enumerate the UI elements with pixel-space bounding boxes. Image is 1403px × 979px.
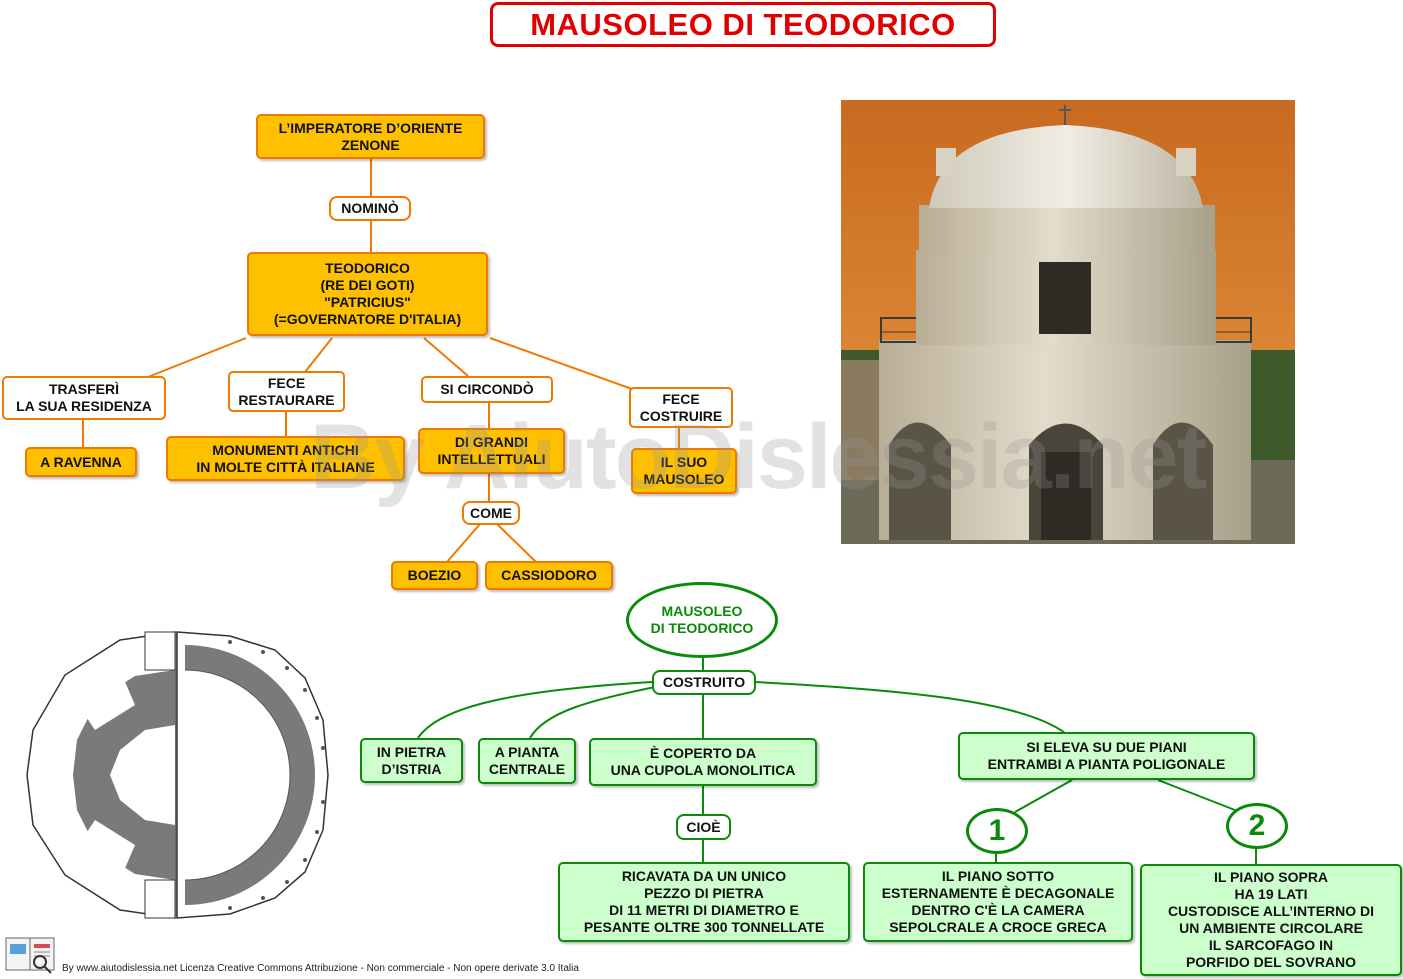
nomino-label: NOMINÒ xyxy=(329,196,411,221)
trasferi-node: TRASFERÌ LA SUA RESIDENZA xyxy=(2,376,166,420)
floor-plan-drawing xyxy=(26,631,329,919)
fece-costruire-node: FECE COSTRUIRE xyxy=(629,387,733,428)
pianta-centrale-node: A PIANTA CENTRALE xyxy=(478,738,576,784)
si-circondo-node: SI CIRCONDÒ xyxy=(421,376,553,403)
cupola-node: È COPERTO DA UNA CUPOLA MONOLITICA xyxy=(589,738,817,786)
number-one-circle: 1 xyxy=(966,808,1028,854)
mausoleo-node: IL SUO MAUSOLEO xyxy=(631,448,737,494)
monumenti-node: MONUMENTI ANTICHI IN MOLTE CITTÀ ITALIAN… xyxy=(166,436,405,481)
license-credits: By www.aiutodislessia.net Licenza Creati… xyxy=(62,963,579,974)
cassiodoro-node: CASSIODORO xyxy=(485,561,613,590)
intellettuali-node: DI GRANDI INTELLETTUALI xyxy=(418,428,565,474)
emperor-zenone-node: L’IMPERATORE D’ORIENTE ZENONE xyxy=(256,114,485,159)
piano-sotto-node: IL PIANO SOTTO ESTERNAMENTE È DECAGONALE… xyxy=(863,862,1133,942)
ricavata-node: RICAVATA DA UN UNICO PEZZO DI PIETRA DI … xyxy=(558,862,850,942)
root-mausoleo-ellipse: MAUSOLEO DI TEODORICO xyxy=(626,582,778,658)
piano-sopra-node: IL PIANO SOPRA HA 19 LATI CUSTODISCE ALL… xyxy=(1140,864,1402,976)
book-logo-icon xyxy=(5,937,55,974)
number-two-circle: 2 xyxy=(1226,803,1288,849)
due-piani-node: SI ELEVA SU DUE PIANI ENTRAMBI A PIANTA … xyxy=(958,732,1255,780)
come-label: COME xyxy=(462,501,520,525)
ravenna-node: A RAVENNA xyxy=(25,447,137,477)
costruito-label: COSTRUITO xyxy=(652,670,756,695)
page-title: MAUSOLEO DI TEODORICO xyxy=(490,2,996,47)
boezio-node: BOEZIO xyxy=(391,561,478,590)
pietra-istria-node: IN PIETRA D’ISTRIA xyxy=(360,738,463,783)
cioe-label: CIOÈ xyxy=(676,814,731,840)
fece-restaurare-node: FECE RESTAURARE xyxy=(228,371,345,412)
teodorico-node: TEODORICO (RE DEI GOTI) "PATRICIUS" (=GO… xyxy=(247,252,488,336)
mausoleum-photo xyxy=(841,100,1295,544)
watermark-text: By AiutoDislessia.net xyxy=(310,406,1207,508)
